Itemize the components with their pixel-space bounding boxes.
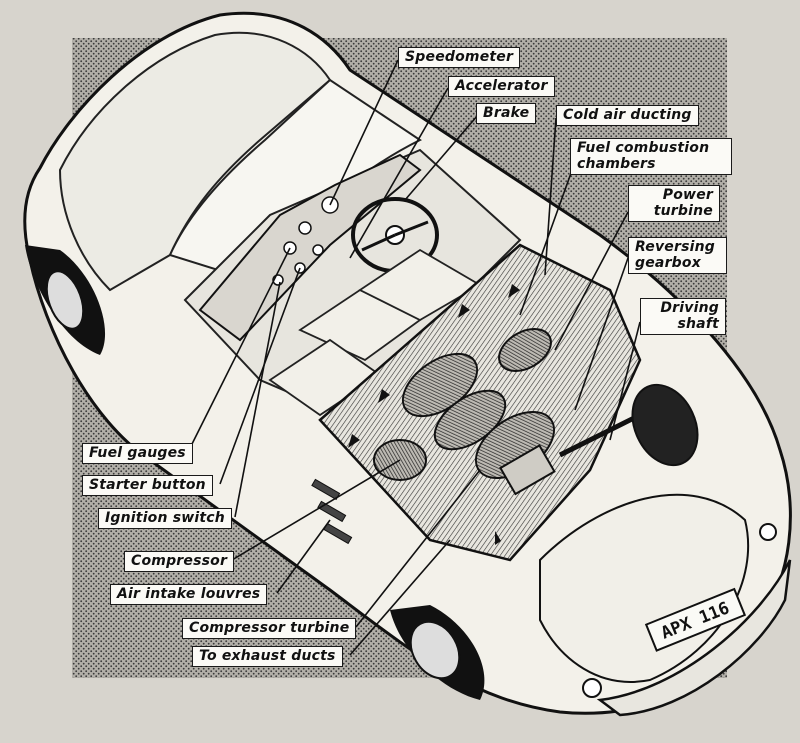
leader-lines	[187, 59, 641, 656]
tail-light	[759, 523, 777, 541]
label-to-exhaust-ducts: To exhaust ducts	[192, 646, 343, 667]
steering-spoke	[394, 220, 429, 237]
label-brake: Brake	[476, 103, 537, 124]
rear-right-wheel	[631, 383, 699, 467]
label-compressor: Compressor	[124, 551, 235, 572]
airflow-arrow	[495, 531, 501, 545]
airflow-arrow	[378, 389, 390, 403]
label-cold-air-ducting: Cold air ducting	[556, 105, 699, 126]
label-air-intake-louvres: Air intake louvres	[110, 584, 268, 605]
label-driving-shaft: Driving shaft	[640, 298, 726, 335]
label-starter-button: Starter button	[82, 475, 213, 496]
driving-shaft-housing	[499, 444, 556, 496]
label-reversing-gearbox: Reversing gearbox	[628, 237, 727, 274]
air-intake-louvre	[317, 500, 347, 523]
label-fuel-gauges: Fuel gauges	[82, 443, 193, 464]
dashboard	[198, 153, 422, 342]
airflow-arrow	[508, 284, 520, 298]
airflow-arrow	[458, 304, 470, 318]
label-fuel-combustion-chambers: Fuel combustion chambers	[570, 138, 732, 175]
label-power-turbine: Power turbine	[628, 185, 720, 222]
label-accelerator: Accelerator	[448, 76, 555, 97]
airflow-arrow	[348, 434, 360, 448]
fuel-gauge-dial	[298, 221, 312, 235]
label-speedometer: Speedometer	[398, 47, 521, 68]
rear-left-wheel-rim	[409, 620, 461, 680]
steering-spoke	[361, 233, 396, 252]
gauge-dial	[312, 244, 324, 256]
reversing-gearbox	[498, 328, 552, 372]
tail-light	[582, 678, 602, 698]
label-compressor-turbine: Compressor turbine	[182, 618, 357, 639]
rear-bumper	[596, 559, 792, 717]
front-left-wheel-rim	[45, 270, 85, 330]
fuel-combustion-chamber	[433, 389, 507, 451]
label-ignition-switch: Ignition switch	[98, 508, 232, 529]
